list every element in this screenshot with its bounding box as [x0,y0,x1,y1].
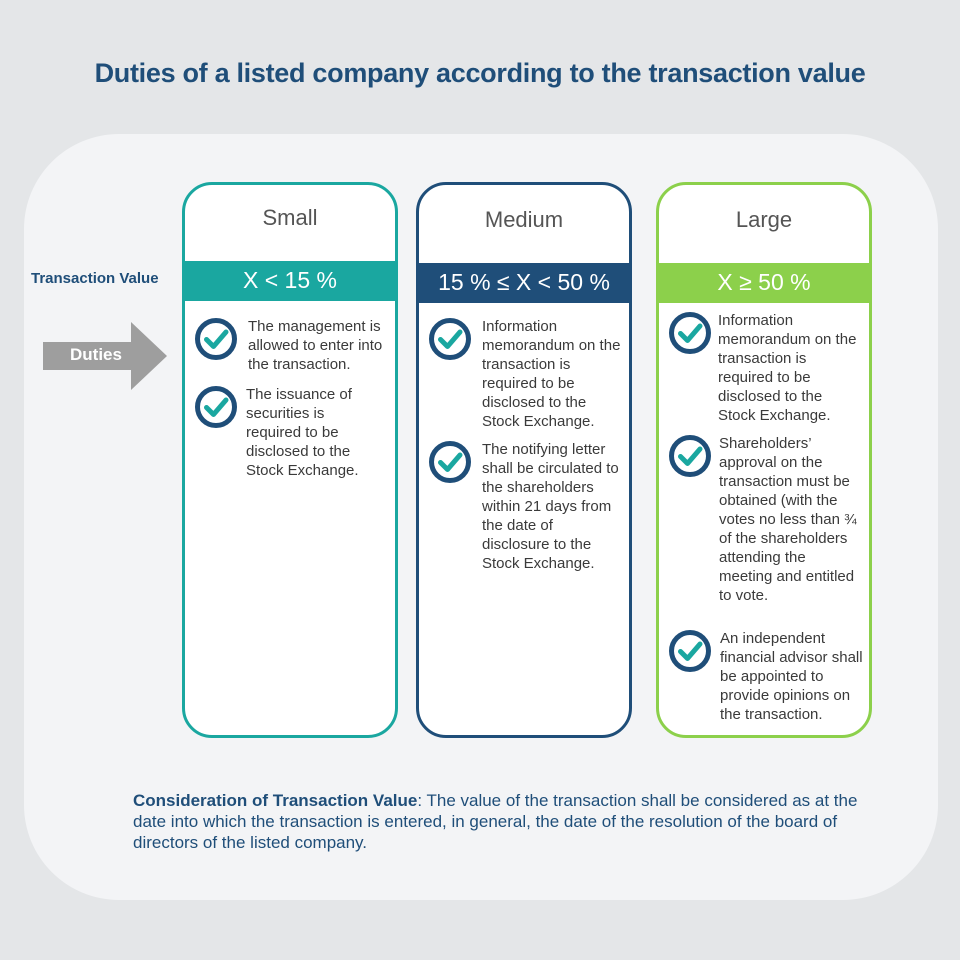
card-small-title: Small [262,205,318,230]
check-circle-icon [669,312,711,354]
item-text: An independent financial advisor shall b… [720,630,863,723]
card-large-title: Large [735,207,793,232]
card-medium: Medium 15 % ≤ X < 50 % Information memor… [416,182,632,738]
card-small-range: X < 15 % [182,261,398,301]
card-large: Large X ≥ 50 % Information memorandum on… [656,182,872,738]
check-circle-icon [429,318,471,360]
footer-label: Consideration of Transaction Value [133,791,418,810]
item-text: The management is allowed to enter into … [248,318,383,373]
check-circle-icon [669,435,711,477]
right-arrow-icon [43,322,167,390]
item-text: Shareholders’ approval on the transactio… [719,435,857,604]
page-title: Duties of a listed company according to … [94,58,866,88]
card-small: Small X < 15 % The management is allowed… [182,182,398,738]
item-text: Information memorandum on the transactio… [718,312,857,424]
item-text: Information memorandum on the transactio… [482,318,621,430]
duties-label: Duties [70,345,122,364]
check-circle-icon [195,318,237,360]
item-text: The issuance of securities is required t… [246,386,359,479]
check-circle-icon [195,386,237,428]
item-text: The notifying letter shall be circulated… [482,441,619,572]
card-medium-range: 15 % ≤ X < 50 % [416,263,632,303]
card-medium-title: Medium [484,207,564,232]
transaction-value-label: Transaction Value [31,270,159,287]
footer-note: Consideration of Transaction Value: The … [133,790,893,853]
check-circle-icon [669,630,711,672]
footer-text: : The value of the transaction shall be … [133,791,858,852]
check-circle-icon [429,441,471,483]
card-large-range: X ≥ 50 % [656,263,872,303]
